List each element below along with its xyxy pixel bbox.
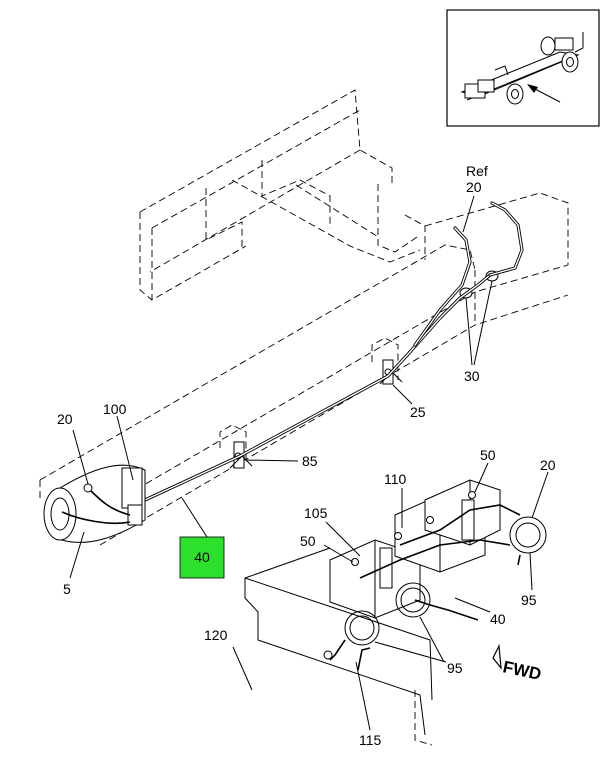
callout-25: 25	[410, 404, 426, 420]
callout-20-left: 20	[57, 411, 73, 427]
fwd-arrow-icon	[492, 643, 502, 670]
fwd-direction-indicator: FWD	[492, 643, 543, 684]
callout-5: 5	[63, 581, 71, 597]
inset-truck-frame	[460, 32, 584, 105]
callout-95-right: 95	[521, 592, 537, 608]
callout-85: 85	[302, 453, 318, 469]
callout-40: 40	[490, 611, 506, 627]
highlight-callout-box[interactable]	[179, 536, 225, 579]
detail-valve-housings	[329, 479, 501, 619]
callout-95-bottom: 95	[447, 660, 463, 676]
inset-locator-view	[446, 9, 600, 127]
callout-20-right: 20	[540, 457, 556, 473]
callout-ref: Ref	[466, 163, 488, 179]
callout-115: 115	[359, 732, 382, 748]
air-line-tube	[120, 201, 524, 512]
inset-arrow	[527, 84, 561, 103]
callout-20-top: 20	[466, 179, 482, 195]
callout-110: 110	[384, 471, 407, 487]
callout-50-left: 50	[300, 533, 316, 549]
fwd-label: FWD	[501, 657, 543, 684]
callout-30: 30	[464, 368, 480, 384]
air-tank	[43, 464, 146, 543]
callout-105: 105	[304, 505, 328, 521]
callout-40-highlighted[interactable]: 40	[194, 549, 210, 565]
callout-50-right: 50	[480, 447, 496, 463]
callout-120: 120	[204, 627, 228, 643]
frame-rails	[39, 89, 569, 546]
callout-100: 100	[103, 401, 127, 417]
detail-tubing-coils	[329, 504, 547, 671]
leader-lines	[69, 195, 549, 731]
